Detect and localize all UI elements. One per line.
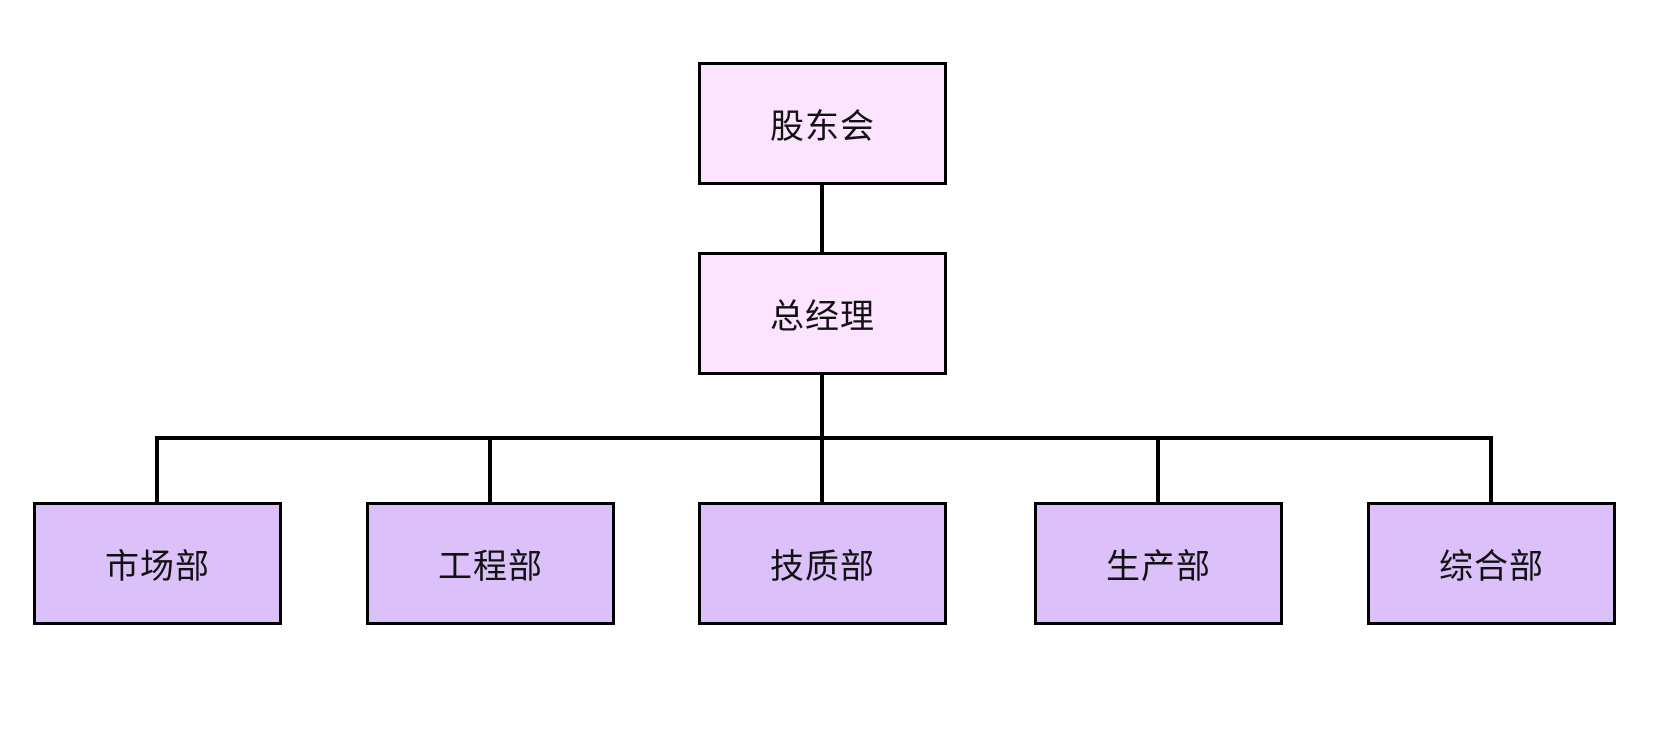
- node-general-manager: 总经理: [698, 252, 947, 375]
- node-label: 技质部: [770, 547, 875, 587]
- node-label: 工程部: [438, 547, 543, 587]
- node-shareholders-meeting: 股东会: [698, 62, 947, 185]
- node-department-general-affairs: 综合部: [1367, 502, 1616, 625]
- node-department-production: 生产部: [1034, 502, 1283, 625]
- node-label: 股东会: [770, 107, 875, 147]
- node-department-market: 市场部: [33, 502, 282, 625]
- node-label: 综合部: [1439, 547, 1544, 587]
- node-label: 市场部: [105, 547, 210, 587]
- node-department-technical-quality: 技质部: [698, 502, 947, 625]
- node-label: 生产部: [1106, 547, 1211, 587]
- node-label: 总经理: [770, 297, 875, 337]
- node-department-engineering: 工程部: [366, 502, 615, 625]
